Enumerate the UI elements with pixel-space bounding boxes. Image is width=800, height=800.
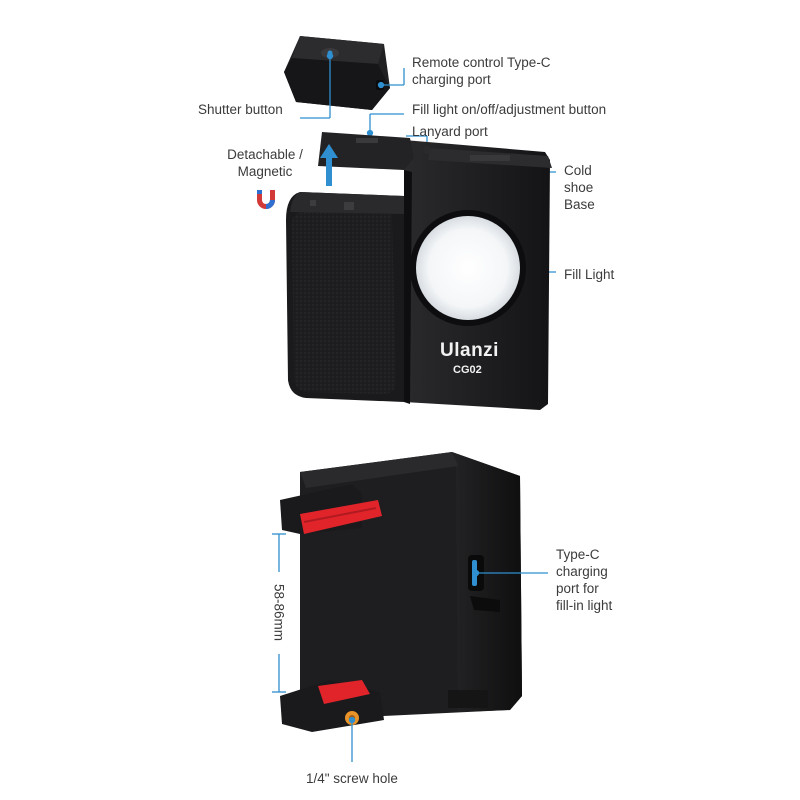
leather-grip (291, 212, 396, 394)
label-fill-light: Fill Light (564, 267, 615, 282)
label-lanyard-port: Lanyard port (412, 124, 488, 139)
label-remote-port: Remote control Type-C charging port (412, 55, 551, 87)
clamp-body (280, 452, 522, 732)
label-detachable: Detachable / Magnetic (227, 147, 303, 179)
leader-lines-bottom (348, 569, 548, 762)
camera-grip (286, 132, 552, 410)
model-label: CG02 (453, 364, 482, 376)
up-arrow-icon (320, 144, 338, 186)
label-typec-fill: Type-C charging port for fill-in light (556, 547, 613, 613)
remote-control (284, 36, 390, 110)
dimension-line (272, 533, 286, 693)
label-fill-light-button: Fill light on/off/adjustment button (412, 102, 607, 117)
brand-logo: Ulanzi (440, 340, 499, 361)
fill-light-button (356, 138, 378, 143)
lanyard-port (423, 146, 431, 154)
label-screw-hole: 1/4" screw hole (306, 771, 398, 786)
label-cold-shoe: Cold shoe Base (564, 163, 595, 212)
magnet-icon (257, 190, 275, 209)
fill-light (416, 216, 520, 320)
label-clamp-range: 58-86mm (271, 583, 287, 642)
label-shutter-button: Shutter button (198, 102, 283, 117)
